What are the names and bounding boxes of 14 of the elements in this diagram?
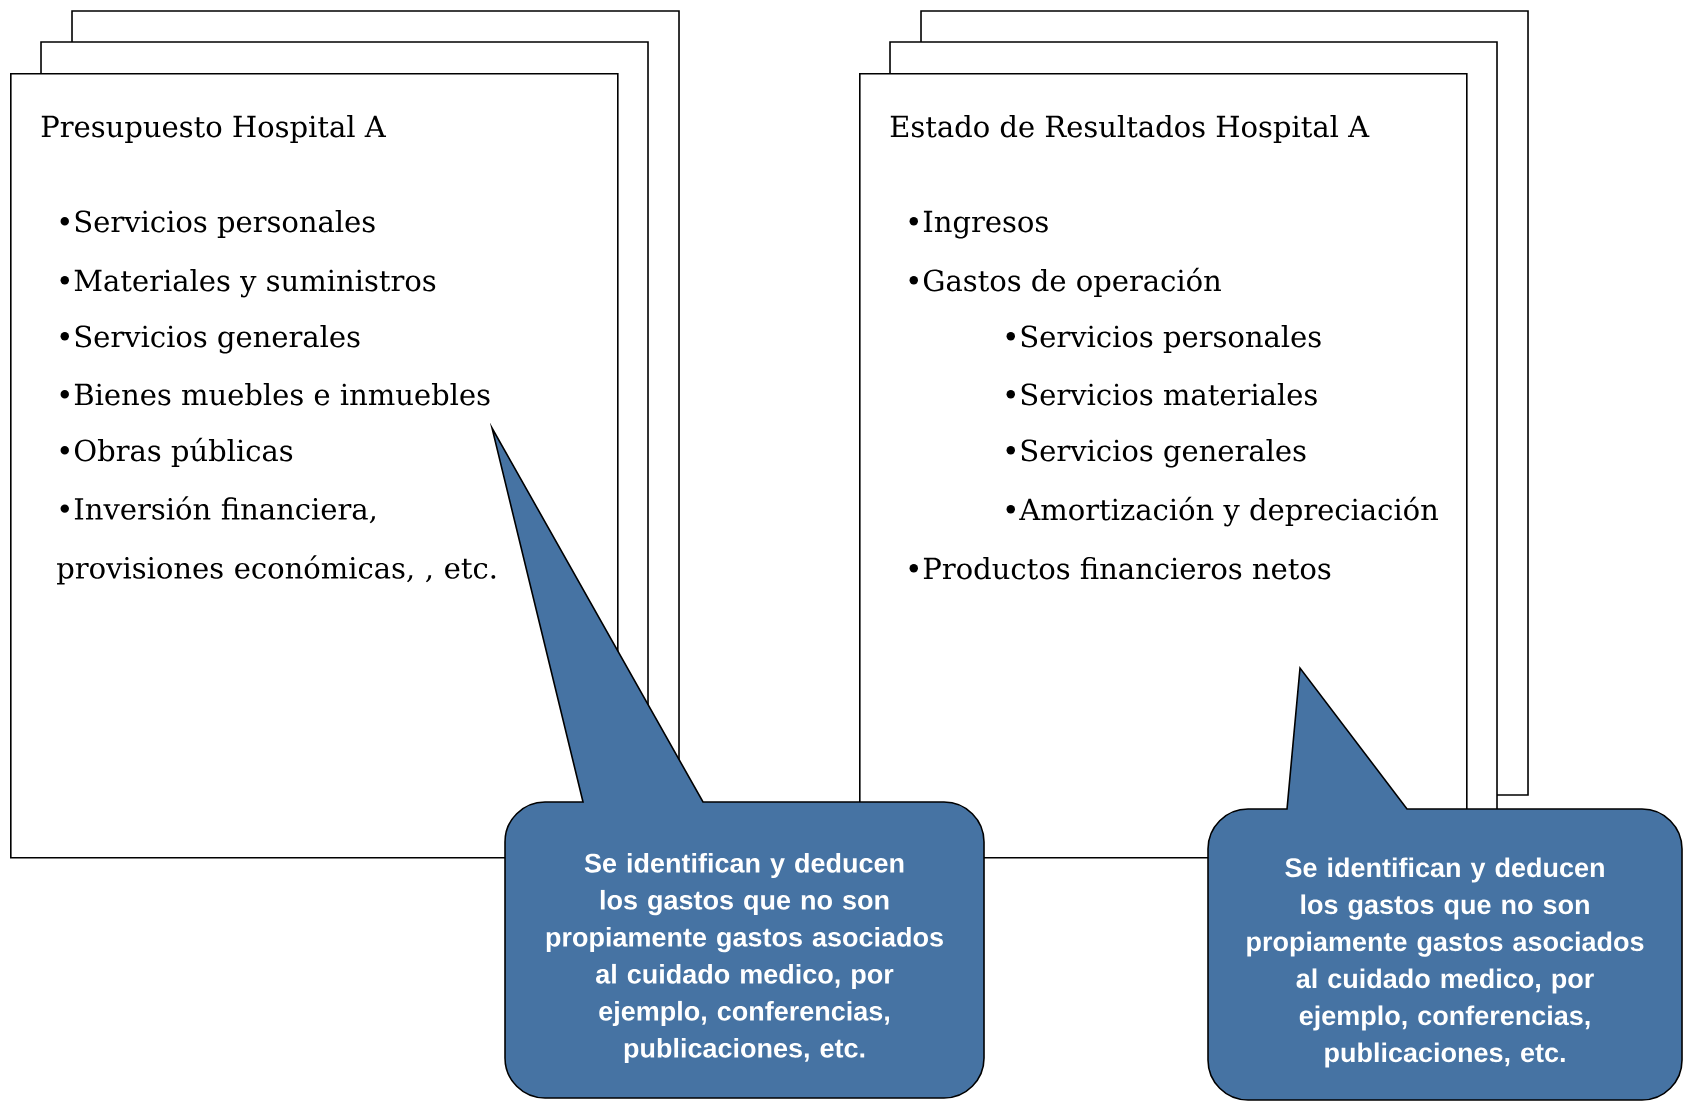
bullet-item: •Ingresos [909, 210, 1048, 239]
bullet-item: •Servicios generales [1006, 438, 1306, 468]
bullet-item: •Gastos de operación [909, 267, 1221, 298]
bullet-item: •Materiales y suministros [60, 268, 436, 298]
bullet-item: •Servicios generales [60, 324, 360, 354]
bullet-item: •Servicios materiales [1006, 382, 1317, 406]
speech-bubble: Se identifican y deducen los gastos que no son propiamente gastos asociados al cuidado medico, por ejemplo, conferencias, publicaciones, etc. [1207, 667, 1683, 1101]
document-title: Presupuesto Hospital A [41, 114, 386, 144]
bullet-item: •Amortización y depreciación [1006, 496, 1438, 527]
bullet-item: •Obras públicas [60, 437, 293, 468]
bullet-item: •Bienes muebles e inmuebles [60, 382, 490, 406]
document-title: Estado de Resultados Hospital A [890, 114, 1370, 144]
bullet-item: •Servicios personales [60, 209, 375, 239]
bullet-item: •Servicios personales [1006, 324, 1321, 354]
